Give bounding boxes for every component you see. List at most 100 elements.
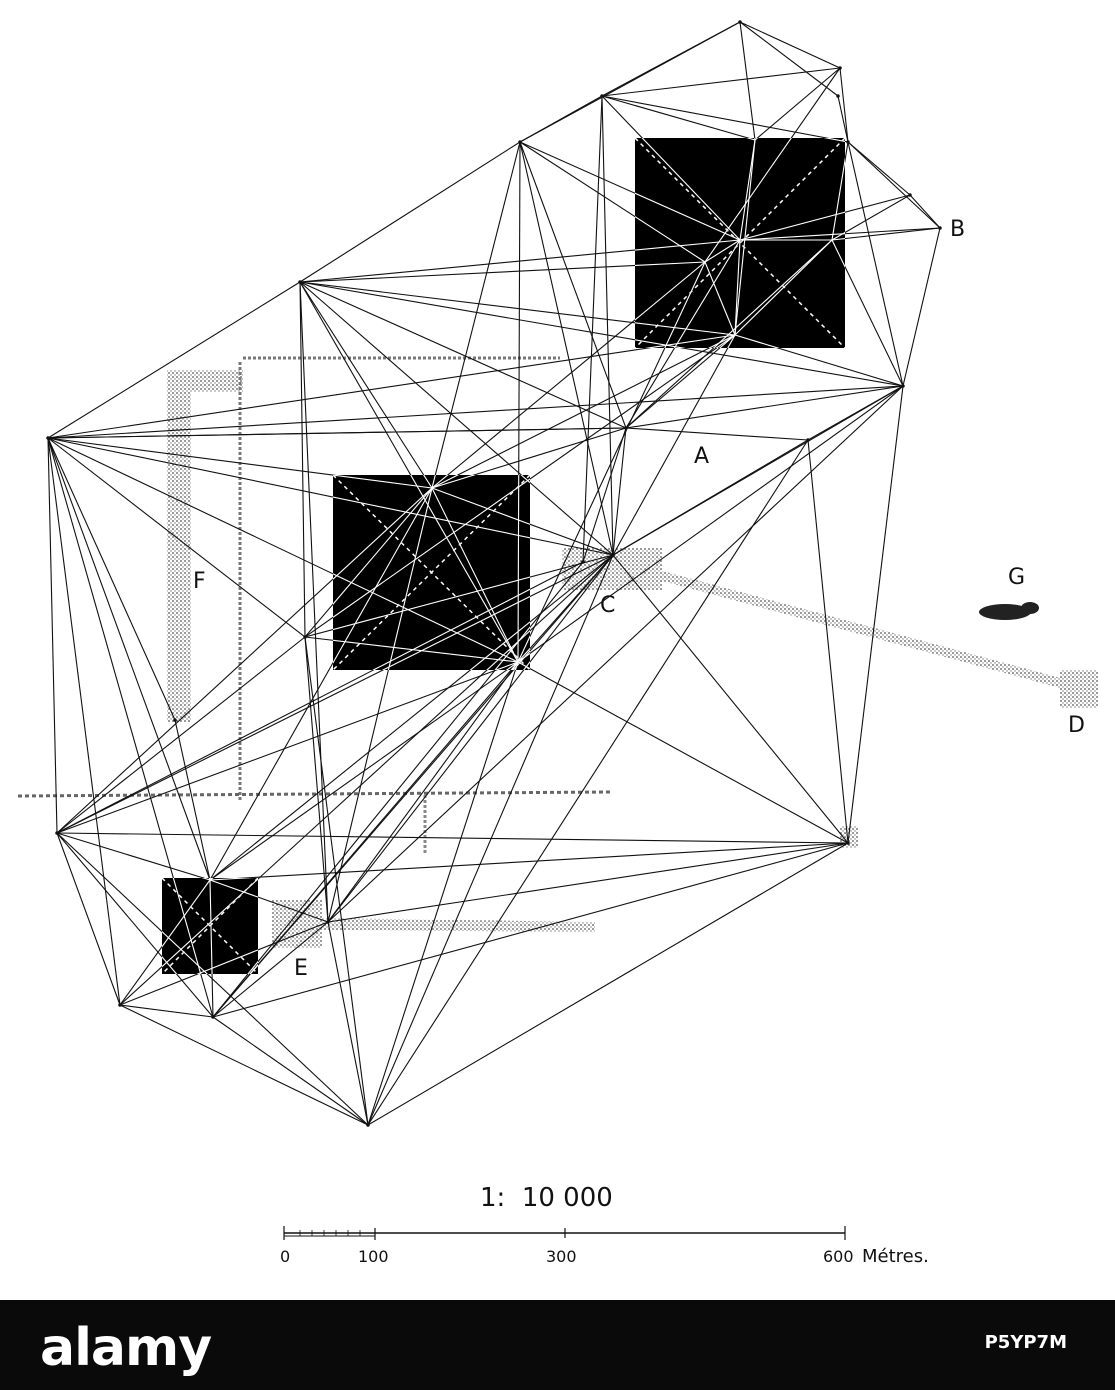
survey-line: [704, 239, 741, 263]
survey-line: [304, 636, 329, 923]
scale-ratio: 1: 10 000: [480, 1183, 613, 1213]
triangulation-network: [46, 20, 942, 1127]
survey-line: [299, 281, 614, 556]
survey-line: [831, 141, 845, 241]
survey-line: [299, 281, 329, 923]
survey-line: [734, 239, 833, 336]
survey-line: [162, 437, 214, 974]
sphinx-g: [979, 604, 1031, 620]
survey-station: [846, 841, 850, 845]
label-b: B: [950, 217, 965, 242]
survey-station: [806, 438, 810, 442]
pyramid-great-diagonal: [634, 137, 846, 349]
survey-line: [327, 661, 519, 923]
stippled-structures: [17, 356, 1098, 948]
survey-line: [367, 842, 849, 1126]
survey-line: [327, 842, 849, 923]
survey-line: [47, 334, 736, 439]
survey-line: [909, 194, 941, 229]
survey-line: [56, 832, 214, 1018]
survey-station: [46, 436, 50, 440]
survey-line: [902, 227, 941, 387]
scale-tick-label-100: 100: [358, 1247, 389, 1266]
survey-station: [55, 831, 59, 835]
survey-line: [517, 385, 904, 663]
survey-line: [119, 1004, 369, 1126]
survey-line: [299, 281, 306, 638]
survey-line: [56, 832, 121, 1006]
survey-line: [212, 921, 329, 1018]
survey-line: [704, 138, 841, 263]
survey-line: [612, 554, 849, 844]
survey-line: [47, 437, 176, 721]
site-labels: A B C D E F G: [193, 217, 1085, 981]
survey-line: [56, 832, 211, 881]
label-c: C: [600, 593, 615, 618]
survey-line: [837, 95, 849, 143]
survey-line: [47, 427, 627, 439]
survey-line: [431, 487, 519, 663]
survey-line: [847, 141, 941, 229]
survey-line: [625, 427, 809, 441]
survey-line: [847, 141, 904, 387]
survey-line: [431, 141, 521, 489]
scale-tick-label-0: 0: [280, 1247, 290, 1266]
survey-line: [299, 281, 433, 489]
survey-line: [734, 239, 741, 336]
survey-line: [56, 636, 306, 834]
enclosure-wall-f: [167, 370, 243, 392]
survey-line: [519, 141, 614, 556]
label-d: D: [1068, 713, 1085, 738]
label-f: F: [193, 569, 206, 594]
survey-line: [47, 437, 58, 834]
survey-line: [367, 439, 809, 1126]
survey-line: [601, 95, 614, 556]
survey-line: [56, 832, 849, 844]
survey-line: [519, 95, 603, 143]
survey-line: [739, 21, 839, 97]
survey-line: [327, 554, 614, 923]
watermark-strip: [0, 1300, 1115, 1390]
survey-station: [908, 193, 912, 197]
survey-line: [162, 879, 211, 974]
survey-line: [327, 921, 369, 1126]
survey-line: [212, 1016, 369, 1126]
triangulation-map: A B C D E F G 1: 10 000 0 100 300 600 Mé…: [17, 20, 1098, 1267]
survey-line: [304, 636, 369, 1126]
pyramids: [161, 137, 846, 975]
survey-line: [212, 661, 519, 1018]
survey-line: [47, 281, 301, 439]
survey-line: [601, 67, 841, 97]
survey-line: [519, 141, 627, 429]
survey-station: [518, 140, 522, 144]
survey-line: [754, 67, 841, 141]
survey-line: [734, 139, 756, 336]
survey-line: [601, 95, 756, 141]
scale-unit-label: Métres.: [862, 1246, 929, 1267]
survey-line: [47, 437, 121, 1006]
survey-line: [625, 385, 904, 429]
label-a: A: [694, 444, 709, 469]
causeway-c-d: [640, 565, 1068, 690]
survey-line: [47, 385, 904, 439]
pyramid-second-diagonal: [332, 474, 531, 671]
survey-line: [612, 334, 736, 556]
survey-line: [174, 719, 211, 881]
survey-line: [831, 239, 845, 387]
survey-line: [847, 385, 904, 844]
survey-line: [367, 661, 519, 1126]
survey-station: [366, 1123, 370, 1127]
survey-line: [612, 439, 809, 556]
survey-station: [846, 140, 850, 144]
survey-line: [625, 334, 736, 429]
survey-line: [327, 385, 904, 923]
survey-line: [739, 21, 756, 141]
survey-station: [298, 280, 302, 284]
survey-line: [209, 879, 214, 974]
scale-tick-label-300: 300: [546, 1247, 577, 1266]
survey-station: [738, 20, 742, 24]
survey-line: [601, 138, 741, 241]
label-e: E: [294, 956, 308, 981]
survey-line: [582, 427, 627, 563]
scale-bar-minor-ticks: [299, 1230, 361, 1236]
